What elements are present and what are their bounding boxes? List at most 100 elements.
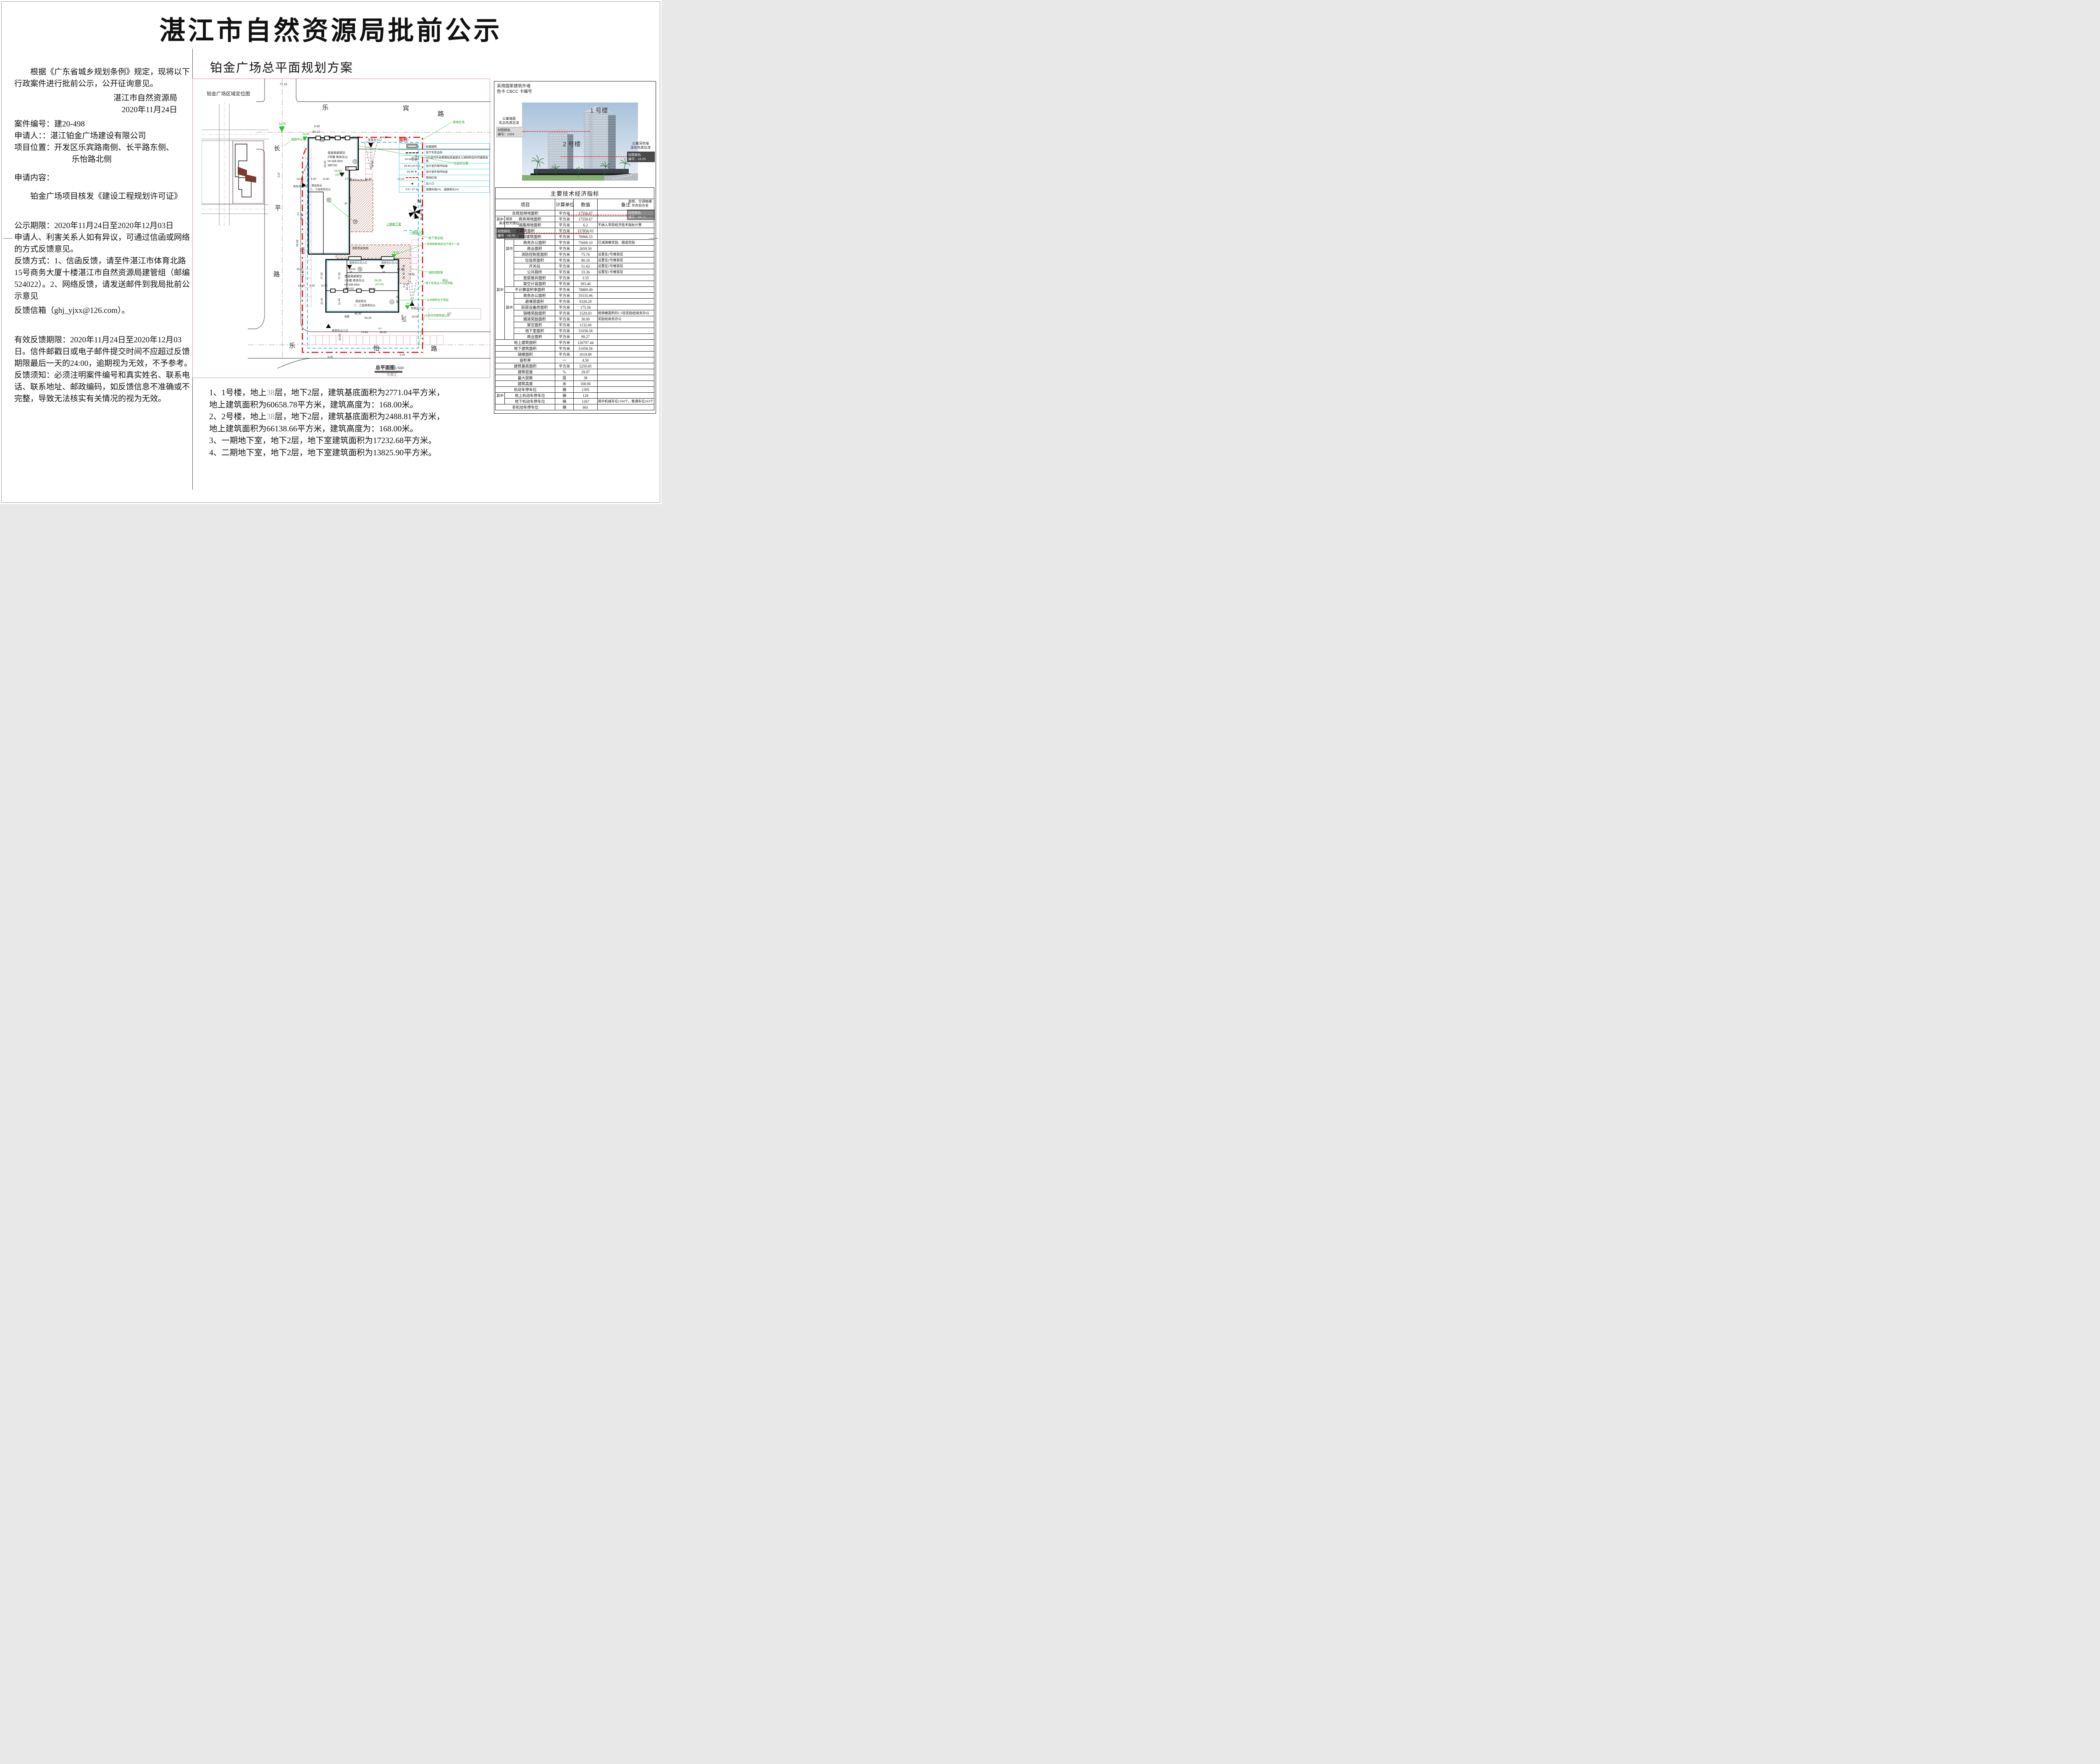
inset-map bbox=[202, 102, 269, 226]
plan-text: 商务办公主入口 bbox=[349, 178, 368, 182]
legend-row: 24.45 ▼设计室外地坪标高 bbox=[399, 169, 490, 176]
plan-text: 18.10 bbox=[397, 268, 404, 271]
plan-text: 6.00 bbox=[328, 356, 333, 359]
plan-text: 充电桩配电房位于地下一层 bbox=[427, 242, 460, 246]
plan-text: 24.18 bbox=[406, 302, 413, 305]
plan-text: 2号楼 商务办公 bbox=[328, 155, 348, 159]
plan-text: 61.80 bbox=[349, 196, 352, 203]
plan-text: 24.45 bbox=[302, 133, 310, 136]
plan-text: 0.2 bbox=[300, 248, 302, 252]
plan-text: 用地红线 bbox=[453, 120, 465, 124]
plan-text: 0.2 bbox=[297, 212, 300, 215]
plan-annotations: 铂金广场区域定位图71.1623.790.4284.13道路中心线乐宾路长平路乐… bbox=[207, 83, 468, 377]
plan-text: 电 bbox=[359, 268, 361, 271]
plan-text: 防 bbox=[402, 268, 405, 272]
page-title: 湛江市自然资源局批前公示 bbox=[159, 17, 502, 45]
plan-text: 18.00 bbox=[324, 160, 327, 168]
plan-text: 车库出入口 bbox=[411, 306, 425, 310]
case-no: 案件编号：建20-498 bbox=[14, 120, 85, 129]
plan-text: 平 bbox=[275, 205, 281, 212]
plan-text: 17.00 bbox=[345, 178, 352, 181]
register-mark bbox=[3, 238, 13, 239]
plan-text: 二、三层商务办公 bbox=[310, 188, 331, 191]
note-line: 地上建筑面积为60658.78平方米，建筑高度为：168.00米。 bbox=[209, 400, 418, 410]
plan-text: 11.40 bbox=[338, 298, 341, 305]
huaduhui-block bbox=[428, 308, 481, 320]
feedback-method: 反馈方式：1、信函反馈，请至件湛江市体育北路15号商务大厦十楼湛江市自然资源局建… bbox=[14, 257, 190, 301]
plan-text: 19.60 bbox=[339, 333, 341, 341]
plan-text: 公共空间使用退让线 bbox=[425, 313, 450, 317]
cbcc-note-line2: 色卡 CBCC 卡编号 bbox=[497, 89, 532, 94]
material-box-1324: 材质颜色编号：1324 bbox=[496, 127, 524, 137]
plan-text: 首层局部架空 bbox=[344, 274, 362, 278]
date: 2020年11月24日 bbox=[121, 105, 177, 114]
content-value: 铂金广场项目核发《建设工程规划许可证》 bbox=[30, 192, 182, 201]
feedback-notice: 反馈须知：必须注明案件编号和真实姓名、联系电话、联系地址、邮政编码，如反馈信息不… bbox=[14, 371, 190, 403]
plan-text: 24.65 bbox=[334, 170, 342, 173]
plan-text: 1F bbox=[396, 296, 399, 299]
plan-text: 开 bbox=[328, 199, 330, 202]
plan-text: 怡 bbox=[373, 345, 380, 352]
plan-text: 二期地下室 bbox=[386, 222, 401, 226]
plan-text: 29.55 bbox=[297, 268, 304, 271]
technical-panel: 采用国家建筑外墙 色卡 CBCC 卡编号 bbox=[494, 81, 656, 414]
plan-text: 11.60 bbox=[321, 284, 328, 287]
tec-header-row: 项目计算单位数值备注 bbox=[495, 199, 655, 210]
announcement-text-panel: 根据《广东省城乡规划条例》规定，现将以下行政案件进行批前公示，公开征询意见。 湛… bbox=[14, 66, 192, 405]
notice-sheet: { "accent": {"red_line": "#e01010", "gre… bbox=[0, 0, 662, 504]
plan-text: 63.84 bbox=[302, 247, 305, 254]
plan-text: 0.42 bbox=[314, 125, 320, 128]
applicant: 申请人：：湛江铂金广场建设有限公司 bbox=[14, 131, 146, 140]
plan-text: 车 bbox=[402, 272, 405, 276]
plan-text: 路 bbox=[273, 271, 280, 278]
material-box-n325: 材质颜色编号：n3.25 bbox=[627, 152, 655, 162]
plan-text: 首层商业 bbox=[355, 299, 367, 303]
note-line: 2、2号楼，地上38层，地下2层，建筑基底面积为2488.81平方米， bbox=[209, 412, 445, 421]
ramp-arrow bbox=[410, 302, 415, 306]
plan-text: 55.65 bbox=[296, 239, 299, 247]
entrance-markers bbox=[302, 173, 385, 328]
plan-text: 绿化 bbox=[442, 278, 448, 282]
plan-text: 11.40 bbox=[365, 178, 372, 181]
plan-text: 二、三层商务办公 bbox=[354, 303, 376, 307]
plan-text: 14.25 bbox=[297, 178, 304, 181]
plan-text: 骑楼 bbox=[320, 139, 325, 142]
plan-text: 29.00 bbox=[349, 268, 356, 271]
plan-text: 27.20 bbox=[320, 272, 323, 279]
plan-text: 3F bbox=[396, 301, 399, 304]
legend-row: 24.65 (±0.00)设计室内地坪标高 bbox=[399, 163, 490, 170]
note-line: 地上建筑面积为66138.66平方米，建筑高度为：168.00米。 bbox=[209, 424, 418, 433]
plan-text: 地下车库出入口无顶盖 bbox=[425, 281, 453, 285]
leader-dotted-2 bbox=[561, 156, 627, 157]
plan-text: 地下室边线 bbox=[428, 236, 443, 240]
plan-text: 62.14 bbox=[406, 283, 409, 290]
legend-row: 地下车库边线 bbox=[399, 150, 490, 156]
plan-text: 一期地下室 bbox=[410, 231, 424, 234]
plan-text: (±0.00) bbox=[335, 173, 344, 176]
plan-text: 消 bbox=[402, 265, 405, 268]
plan-text: 商务办公入口 bbox=[332, 328, 348, 332]
plan-text: 11.60 bbox=[323, 178, 329, 181]
parking-stalls bbox=[305, 141, 444, 345]
plan-text: 垃 bbox=[354, 160, 356, 163]
plan-text: 公 bbox=[391, 301, 393, 304]
plan-text: 商务办公次入口 bbox=[349, 261, 367, 265]
plan-text: 0.37 bbox=[278, 172, 281, 177]
plan-text: 首层局部架空 bbox=[328, 151, 345, 155]
period: 公示期限：2020年11月24日至2020年12月03日 bbox=[14, 221, 174, 230]
